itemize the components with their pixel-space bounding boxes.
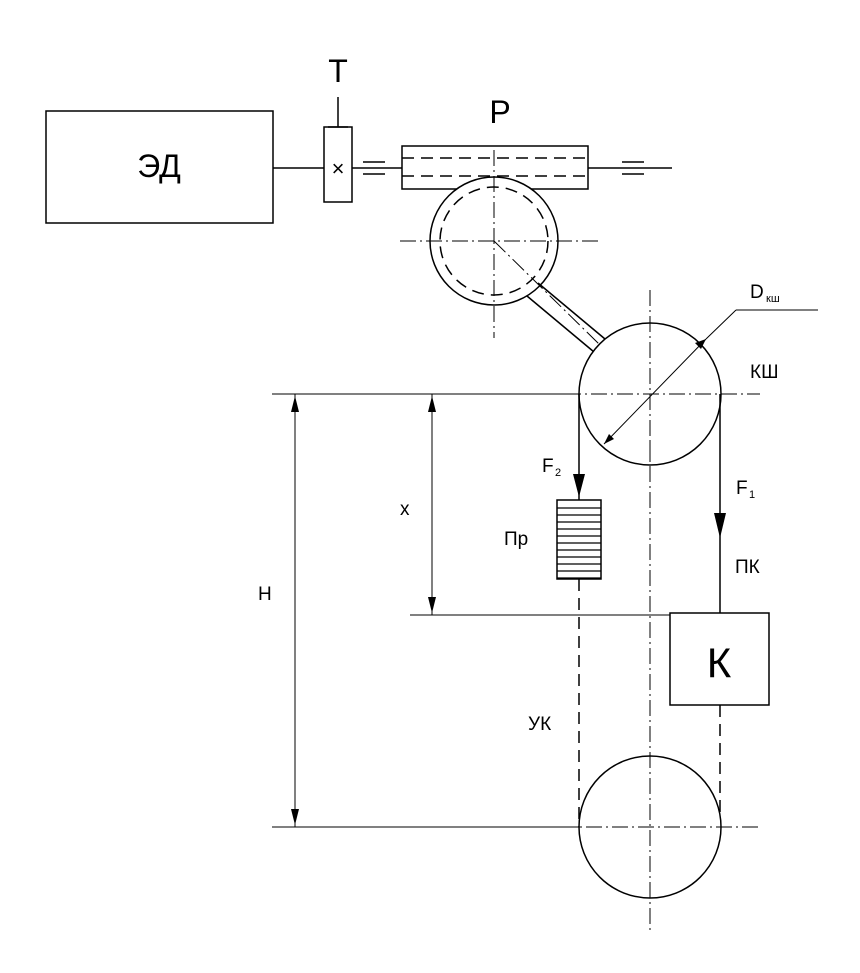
motor-box — [45, 110, 274, 224]
x-label: x — [400, 499, 410, 520]
diameter-label-sub: кш — [766, 293, 780, 305]
h-arrow-top — [291, 396, 299, 412]
x-arrow-top — [428, 396, 436, 412]
sheave-label: КШ — [750, 362, 778, 383]
reducer-label: Р — [489, 94, 510, 130]
x-arrow-bottom — [428, 597, 436, 613]
force-1-sub: 1 — [749, 489, 755, 501]
brake-label: Т — [328, 53, 348, 89]
link-edge-1 — [537, 282, 612, 345]
diameter-leader — [705, 309, 737, 340]
sheave-diameter-line — [603, 338, 707, 445]
balance-rope-label: УК — [528, 714, 551, 735]
link-edge-2 — [526, 295, 601, 358]
counterweight-label: Пр — [504, 529, 528, 550]
force-1-label: F — [736, 478, 748, 499]
motor-label: ЭД — [137, 148, 181, 184]
force-2-label: F — [542, 456, 554, 477]
force-2-sub: 2 — [555, 467, 561, 479]
diameter-label: D — [750, 282, 764, 303]
counterweight-box — [556, 499, 602, 580]
diameter-arrow-bottom — [604, 434, 614, 444]
force-2-arrow — [573, 474, 585, 497]
coupling-mark: × — [332, 156, 345, 181]
force-1-arrow — [714, 513, 726, 538]
cabin-rope-label: ПК — [735, 557, 760, 578]
diameter-arrow-top — [695, 339, 706, 349]
cabin-label: К — [707, 639, 732, 686]
h-arrow-bottom — [291, 809, 299, 825]
counterweight-hatching — [557, 507, 601, 579]
h-label: H — [258, 584, 272, 605]
